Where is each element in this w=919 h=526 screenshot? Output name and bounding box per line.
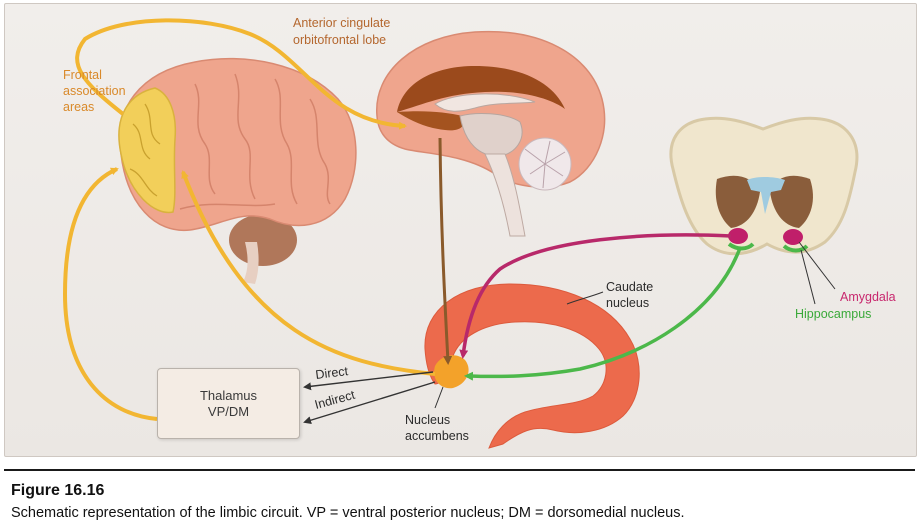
corpus-callosum [434,93,536,112]
nucleus-accumbens [434,355,469,389]
hippocampus-to-accumbens-path [464,247,742,381]
figure-number: Figure 16.16 [11,482,105,499]
cingulate-label: Anterior cingulate orbitofrontal lobe [293,16,394,47]
frontal-to-cingulate-path [75,18,407,130]
lateral-cortex [119,57,357,232]
thalamus-to-frontal-path [62,167,158,421]
coronal-section-illustration [669,116,859,256]
caudate-label: Caudate nucleus [606,280,657,310]
thalamus-box: Thalamus VP/DM [157,368,300,439]
right-amygdala [783,229,803,245]
cerebellum [229,214,297,266]
left-amygdala [728,228,748,244]
accumbens-label: Nucleus accumbens [405,413,469,443]
hippocampus-leader-line [800,249,816,305]
cingulate-gyrus [397,66,565,112]
lateral-brain-illustration [118,57,357,284]
thalamus-nuclei-label: VP/DM [207,403,250,419]
direct-label: Direct [315,364,350,382]
amygdala-to-accumbens-path [459,233,732,359]
limbic-circuit-diagram: Frontal association areas Anterior cingu… [62,16,896,449]
left-hippocampus [727,242,755,251]
cortical-folds [179,73,331,210]
ventricles [747,177,785,214]
thalamus-label: Thalamus [199,387,258,403]
frontal-association-label: Frontal association areas [63,68,129,114]
amygdala-leader-line [798,241,836,290]
hippocampus-label: Hippocampus [795,307,871,321]
accumbens-to-frontal-path [181,170,436,376]
amygdala-label: Amygdala [840,290,896,304]
orbitofrontal-cortex [397,111,465,131]
brainstem [243,242,259,284]
caption-divider [4,469,915,471]
indirect-pathway-arrow [303,381,436,425]
caudate-nucleus [424,283,640,449]
right-hippocampus [782,244,809,253]
frontal-folds [129,103,161,197]
frontal-association-area [118,87,177,214]
cingulate-to-accumbens-path [438,137,453,365]
medial-brain-illustration [376,30,606,237]
figure-caption: Schematic representation of the limbic c… [11,505,685,521]
brainstem-medial [484,153,526,237]
direct-pathway-arrow [303,371,434,391]
accumbens-leader-line [434,386,444,409]
limbic-circuit-figure: Frontal association areas Anterior cingu… [4,3,917,457]
left-basal-ganglia [715,175,760,228]
thalamus-medial [459,113,523,157]
caudate-leader-line [566,291,604,305]
